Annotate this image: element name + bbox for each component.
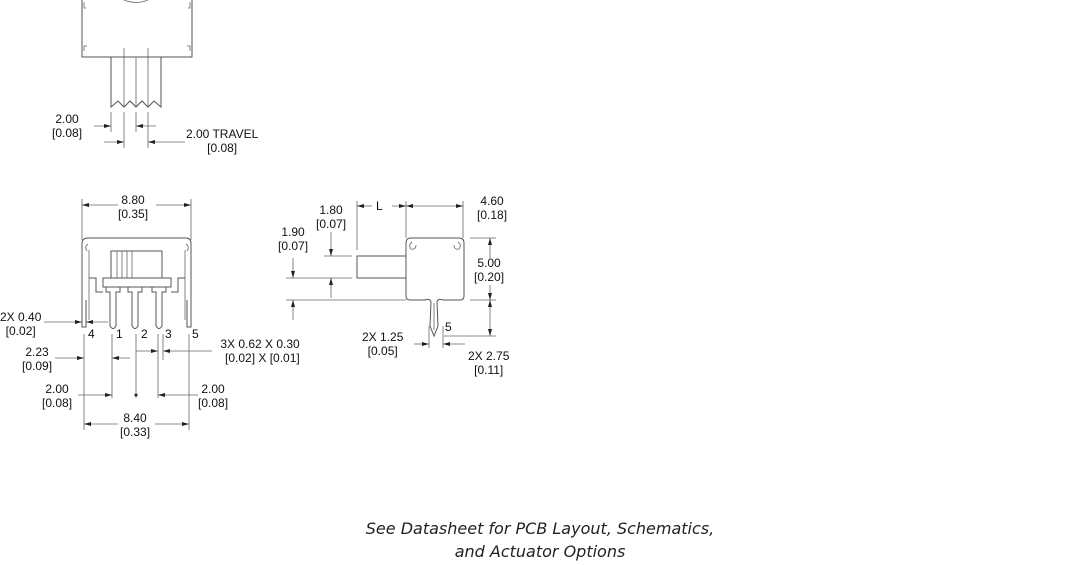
width-dim: 8.80 [0.35] bbox=[118, 193, 149, 221]
pin-label-5: 5 bbox=[192, 327, 199, 341]
pin-label-3: 3 bbox=[165, 327, 172, 341]
pitch-left-dim: 2.00 [0.08] bbox=[42, 382, 73, 410]
actuator-height-dim: 1.80 [0.07] bbox=[316, 203, 347, 231]
side-view bbox=[286, 201, 496, 348]
top-view bbox=[81, 0, 193, 148]
side-pin-dim: 2X 0.40 [0.02] bbox=[0, 310, 42, 338]
footnote-line-2: and Actuator Options bbox=[454, 542, 626, 561]
offset-dim: 2.23 [0.09] bbox=[22, 345, 53, 373]
body-height-dim: 5.00 [0.20] bbox=[474, 256, 505, 284]
pin-label-2: 2 bbox=[141, 327, 148, 341]
pin-width-dim: 2X 1.25 [0.05] bbox=[362, 330, 404, 358]
top-pitch-dim: 2.00 [0.08] bbox=[52, 112, 83, 140]
pin-length-dim: 2X 2.75 [0.11] bbox=[468, 349, 510, 377]
span-dim: 8.40 [0.33] bbox=[120, 411, 151, 439]
depth-dim: 4.60 [0.18] bbox=[477, 194, 508, 222]
pin-size-dim: 3X 0.62 X 0.30 [0.02] X [0.01] bbox=[220, 337, 300, 365]
actuator-length-dim: L bbox=[376, 199, 383, 213]
pin-label-1: 1 bbox=[116, 327, 123, 341]
pitch-right-dim: 2.00 [0.08] bbox=[198, 382, 229, 410]
side-pin-label-5: 5 bbox=[445, 320, 452, 334]
pin-label-4: 4 bbox=[88, 327, 95, 341]
travel-dim: 2.00 TRAVEL [0.08] bbox=[186, 127, 259, 155]
footnote-line-1: See Datasheet for PCB Layout, Schematics… bbox=[365, 519, 715, 538]
actuator-offset-dim: 1.90 [0.07] bbox=[278, 225, 309, 253]
front-view bbox=[44, 199, 212, 430]
